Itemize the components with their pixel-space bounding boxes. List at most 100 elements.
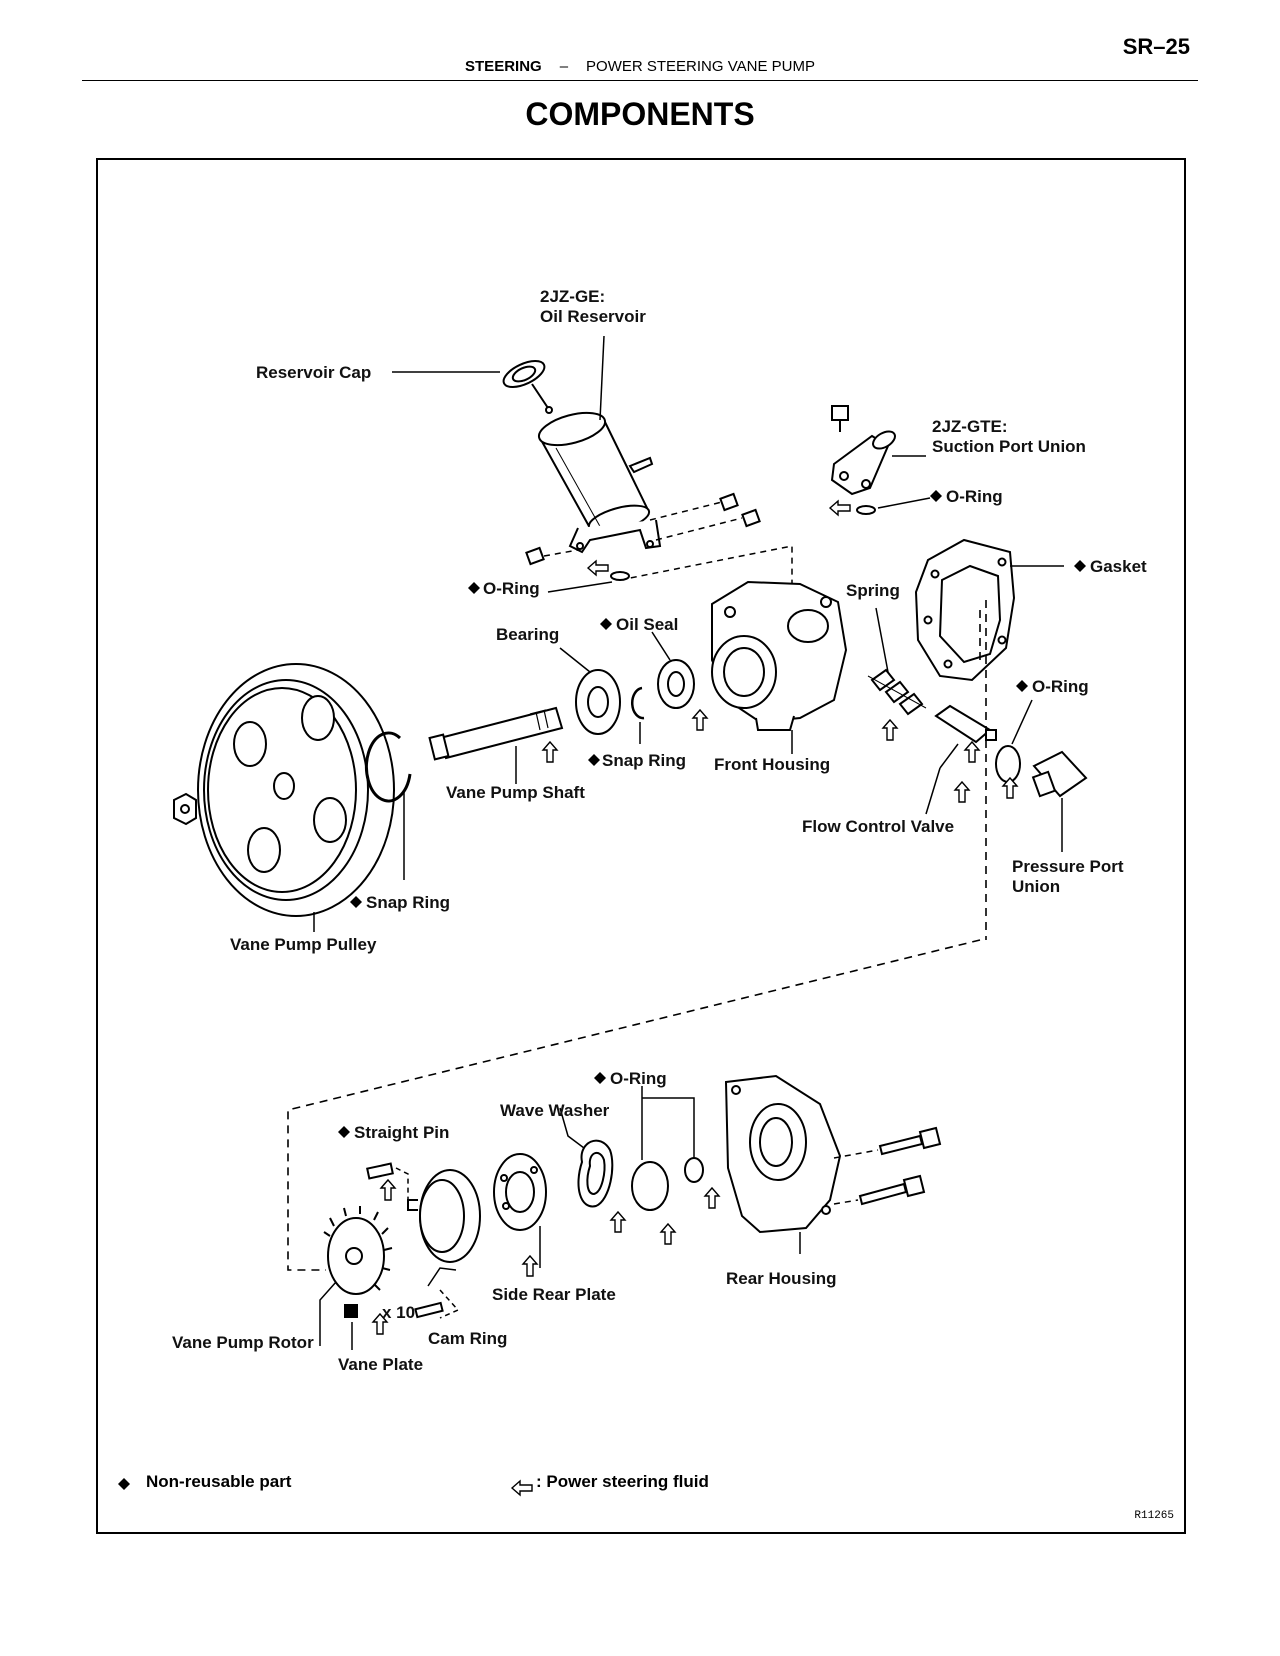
label-reservoir-cap: Reservoir Cap: [256, 363, 371, 382]
running-header: STEERING–POWER STEERING VANE PUMP: [0, 58, 1280, 75]
label-spring: Spring: [846, 581, 900, 600]
o-ring-suction-part: [856, 505, 876, 515]
leader-oil-reservoir: [599, 335, 605, 421]
non-reusable-icon: [338, 1126, 350, 1138]
leader-oil-seal: [651, 631, 671, 661]
leader-bearing: [559, 647, 591, 673]
label-bearing: Bearing: [496, 625, 559, 644]
label-x10: x 10: [382, 1303, 415, 1322]
non-reusable-icon: [588, 754, 600, 766]
fluid-arrow-icon: [542, 741, 558, 763]
oil-seal-part: [657, 659, 695, 709]
legend-non-reusable-icon: [118, 1478, 130, 1490]
label-pressure-port-union-1: Pressure Port: [1012, 857, 1124, 876]
vane-pump-rotor-part: [323, 1206, 393, 1295]
label-gasket: Gasket: [1090, 557, 1147, 576]
label-vane-pump-pulley: Vane Pump Pulley: [230, 935, 377, 954]
leader-o-ring-pressure: [1011, 699, 1033, 745]
label-oil-reservoir: Oil Reservoir: [540, 307, 646, 326]
non-reusable-icon: [594, 1072, 606, 1084]
label-vane-plate: Vane Plate: [338, 1355, 423, 1374]
o-ring-reservoir-part: [610, 571, 630, 581]
section-name: STEERING: [465, 58, 542, 75]
fluid-arrow-icon: [829, 500, 851, 516]
reservoir-bolt-guides: [543, 501, 793, 596]
label-wave-washer: Wave Washer: [500, 1101, 610, 1120]
legend-fluid: : Power steering fluid: [536, 1472, 709, 1491]
wave-washer-part: [577, 1139, 614, 1208]
rear-housing-part: [724, 1074, 842, 1234]
label-oil-seal: Oil Seal: [616, 615, 678, 634]
label-flow-control-valve: Flow Control Valve: [802, 817, 954, 836]
fluid-arrow-icon: [587, 560, 609, 576]
leader-flow-control-valve: [939, 743, 959, 769]
header-rule: [82, 80, 1198, 81]
rear-housing-bolts: [858, 1126, 942, 1206]
non-reusable-icon: [1074, 560, 1086, 572]
label-o-ring-suction: O-Ring: [946, 487, 1003, 506]
page-number: SR–25: [1122, 34, 1190, 59]
label-snap-ring-pulley: Snap Ring: [366, 893, 450, 912]
vane-pump-shaft-part: [428, 706, 564, 761]
rear-bolt-guides: [833, 1149, 879, 1205]
label-front-housing: Front Housing: [714, 755, 830, 774]
label-vane-pump-rotor: Vane Pump Rotor: [172, 1333, 314, 1352]
pressure-port-union-part: [1031, 750, 1088, 798]
label-o-ring-reservoir: O-Ring: [483, 579, 540, 598]
flow-control-valve-part: [934, 704, 997, 744]
reservoir-cap-part: [502, 360, 553, 414]
oil-reservoir-part: [537, 411, 662, 554]
leader-vane-pump-rotor: [319, 1281, 337, 1346]
leader-wave-washer: [559, 1107, 585, 1149]
side-rear-plate-part: [493, 1153, 547, 1231]
non-reusable-icon: [930, 490, 942, 502]
subsection-name: POWER STEERING VANE PUMP: [586, 58, 815, 75]
label-pressure-port-union-2: Union: [1012, 877, 1060, 896]
straight-pin-part: [366, 1162, 394, 1180]
leader-spring: [875, 607, 889, 673]
o-ring-pressure-part: [995, 745, 1021, 783]
label-straight-pin: Straight Pin: [354, 1123, 449, 1142]
leader-flow-control-valve-2: [925, 767, 941, 815]
straight-pin-2-part: [414, 1301, 444, 1319]
cam-ring-part: [407, 1169, 481, 1263]
label-rear-housing: Rear Housing: [726, 1269, 837, 1288]
label-o-ring-pressure: O-Ring: [1032, 677, 1089, 696]
assembly-path: [287, 600, 987, 1271]
o-ring-rear-large-part: [631, 1161, 669, 1211]
snap-ring-shaft-part: [630, 686, 645, 720]
diagram-frame: [96, 158, 1186, 1534]
label-vane-pump-shaft: Vane Pump Shaft: [446, 783, 585, 802]
label-cam-ring: Cam Ring: [428, 1329, 507, 1348]
pin-guide: [395, 1167, 409, 1206]
vane-pump-pulley-part: [197, 663, 395, 917]
pin-guide-2: [439, 1289, 460, 1319]
vane-plate-part: [344, 1304, 358, 1318]
leader-o-ring-rear: [641, 1086, 695, 1160]
non-reusable-icon: [600, 618, 612, 630]
pulley-nut-part: [173, 792, 197, 826]
label-oil-reservoir-model: 2JZ-GE:: [540, 287, 605, 306]
suction-port-union-part: [830, 405, 896, 496]
label-side-rear-plate: Side Rear Plate: [492, 1285, 616, 1304]
figure-reference: R11265: [1134, 1510, 1174, 1522]
legend-fluid-arrow-icon: [511, 1480, 533, 1496]
label-suction-model: 2JZ-GTE:: [932, 417, 1008, 436]
leader-cam-ring: [427, 1267, 457, 1287]
header-separator: –: [559, 58, 569, 75]
leader-o-ring-reservoir: [547, 581, 613, 593]
leader-o-ring-suction: [877, 497, 931, 509]
o-ring-rear-small-part: [684, 1157, 704, 1183]
spring-part: [867, 668, 927, 716]
legend-non-reusable: Non-reusable part: [146, 1472, 292, 1491]
non-reusable-icon: [350, 896, 362, 908]
non-reusable-icon: [468, 582, 480, 594]
reservoir-bolts: [525, 492, 761, 566]
page-title: COMPONENTS: [525, 96, 755, 132]
label-o-ring-rear: O-Ring: [610, 1069, 667, 1088]
non-reusable-icon: [1016, 680, 1028, 692]
snap-ring-pulley-part: [364, 731, 412, 803]
label-snap-ring-shaft: Snap Ring: [602, 751, 686, 770]
label-suction-port-union: Suction Port Union: [932, 437, 1086, 456]
